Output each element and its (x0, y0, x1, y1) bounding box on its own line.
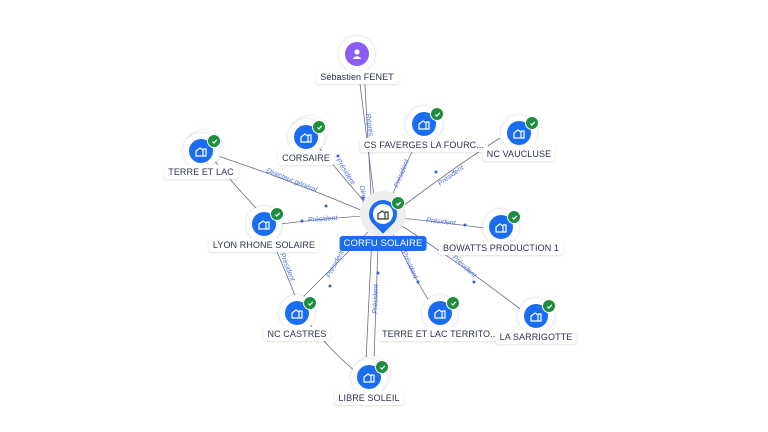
arrow-marker (472, 280, 476, 284)
edge-libre-soleil (365, 235, 373, 361)
node-label: BOWATTS PRODUCTION 1 (438, 241, 564, 255)
verified-check-icon (391, 196, 405, 210)
arrow-marker (361, 196, 365, 200)
verified-check-icon (270, 207, 284, 221)
edge-terre-lac-2 (213, 159, 257, 209)
arrow-marker (328, 284, 332, 288)
node-label: Sébastien FENET (316, 70, 398, 84)
company-icon (507, 121, 531, 145)
edge-label-libre-soleil: Président (372, 283, 380, 314)
verified-check-icon (375, 360, 389, 374)
node-label: NC CASTRES (263, 327, 331, 341)
edge-terre-lac (217, 155, 371, 215)
node-label: CS FAVERGES LA FOURC... (359, 138, 489, 152)
edge-bowatts (399, 217, 485, 229)
node-label: LA SARRIGOTTE (495, 330, 577, 344)
edge-label-terre-lac: Directeur général (265, 167, 318, 194)
verified-check-icon (446, 296, 460, 310)
node-label: LIBRE SOLEIL (334, 391, 404, 405)
edge-label-nc-vaucluse: Président (437, 164, 466, 188)
arrow-marker (416, 280, 420, 284)
arrow-marker (300, 219, 304, 223)
arrow-marker (324, 204, 328, 208)
edge-label-la-sarrigotte: Président (451, 254, 478, 280)
edge-label-terre-lac-territo: Président (400, 250, 419, 281)
arrow-marker (376, 271, 380, 275)
verified-check-icon (542, 299, 556, 313)
edge-label-nc-castres: Président (326, 249, 347, 279)
edge-label-cs-faverges: Président (393, 158, 411, 189)
edge-libre-soleil-2 (373, 245, 379, 361)
node-label: TERRE ET LAC TERRITO... (378, 327, 502, 341)
node-label: CORSAIRE (278, 151, 334, 165)
verified-check-icon (525, 116, 539, 130)
arrow-marker (463, 223, 467, 227)
verified-check-icon (507, 210, 521, 224)
center-node-label: CORFU SOLAIRE (339, 236, 427, 251)
node-label: LYON RHONE SOLAIRE (208, 238, 320, 252)
edge-label-bowatts: Président (426, 217, 457, 227)
arrow-marker (434, 170, 438, 174)
verified-check-icon (303, 296, 317, 310)
company-icon (373, 204, 393, 224)
edge-label-nc-castres-2: Président (278, 252, 296, 283)
verified-check-icon (430, 107, 444, 121)
verified-check-icon (207, 134, 221, 148)
edge-lyon-rhone (279, 215, 365, 225)
node-label: NC VAUCLUSE (482, 147, 556, 161)
verified-check-icon (312, 120, 326, 134)
person-icon (345, 42, 369, 66)
edge-label-lyon-rhone: Président (308, 215, 339, 224)
arrow-marker (336, 154, 340, 158)
node-label: TERRE ET LAC (164, 165, 238, 179)
edge-nc-vaucluse (397, 137, 501, 211)
edge-label-sebastien: Représ... (364, 113, 375, 142)
edge-label-corsaire: Président (334, 157, 356, 187)
